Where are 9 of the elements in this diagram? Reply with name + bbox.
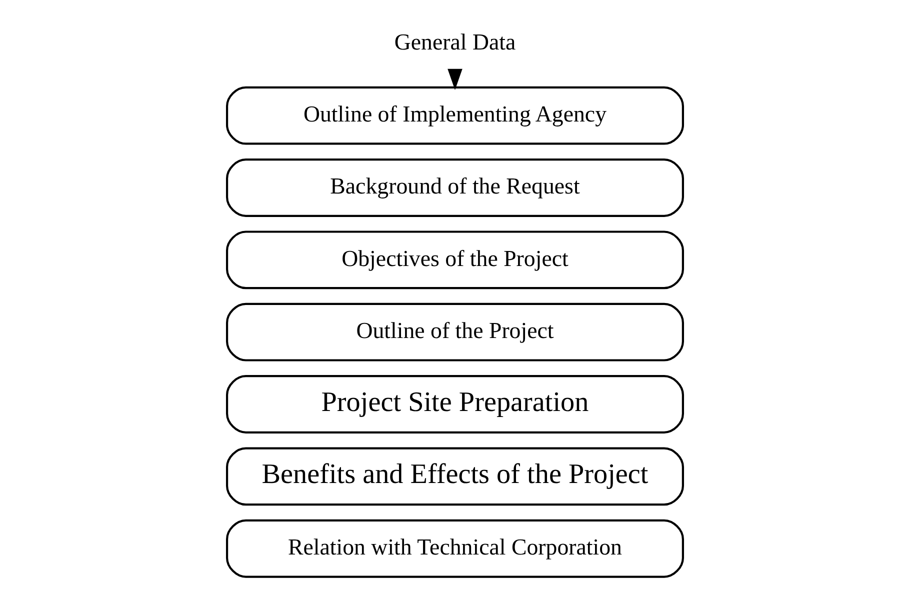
node-text: General Data: [394, 29, 516, 54]
node-box: Project Site Preparation: [226, 375, 684, 434]
node-box: Background of the Request: [226, 158, 684, 217]
node-box: Benefits and Effects of the Project: [226, 447, 684, 506]
node-box: Outline of Implementing Agency: [226, 86, 684, 145]
arrow: [448, 68, 462, 90]
node-box: Objectives of the Project: [226, 230, 684, 290]
node-box: Outline of the Project: [226, 302, 684, 362]
node-box: Relation with Technical Corporation: [226, 519, 684, 578]
